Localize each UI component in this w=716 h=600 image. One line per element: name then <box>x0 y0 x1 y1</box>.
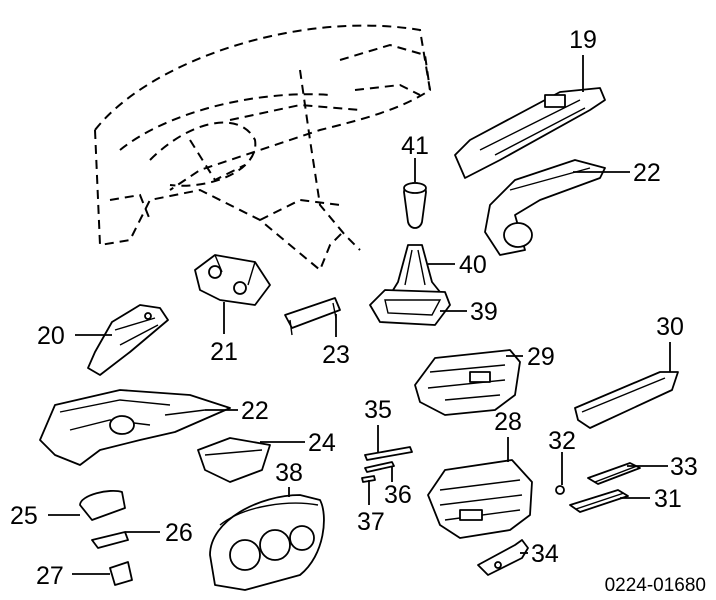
part-27-bracket <box>109 561 133 586</box>
part-41-gear-knob <box>403 182 427 229</box>
part-38-cluster-trim <box>209 494 325 591</box>
part-36-strip <box>364 461 395 473</box>
part-31-panel <box>569 489 629 513</box>
part-34-bracket <box>477 539 529 576</box>
part-22-lower-console <box>39 389 231 466</box>
label-27: 27 <box>36 562 64 590</box>
label-26: 26 <box>165 519 193 547</box>
label-37: 37 <box>357 508 385 536</box>
label-38: 38 <box>275 459 303 487</box>
label-40: 40 <box>459 251 487 279</box>
part-29-radio-housing <box>414 349 521 416</box>
label-22-upper: 22 <box>633 159 661 187</box>
part-21-bracket <box>194 254 271 306</box>
part-33-panel <box>587 462 641 485</box>
part-30-long-panel <box>574 371 679 429</box>
label-24: 24 <box>308 429 336 457</box>
part-28-center-stack <box>427 459 533 539</box>
label-22-lower: 22 <box>241 397 269 425</box>
part-24-storage-bin <box>197 437 271 483</box>
label-32: 32 <box>548 427 576 455</box>
label-20: 20 <box>37 322 65 350</box>
part-22-upper-panel <box>484 159 606 256</box>
part-25-cap <box>79 490 126 521</box>
part-40-shift-boot <box>389 244 441 296</box>
dashboard-outline <box>94 24 432 272</box>
part-19-trim <box>454 87 606 179</box>
part-35-strip <box>364 446 413 461</box>
label-35: 35 <box>364 396 392 424</box>
part-32-small-clip <box>555 485 565 495</box>
part-26-clip <box>91 531 129 549</box>
label-34: 34 <box>531 540 559 568</box>
diagram-code: 0224-01680 <box>605 575 706 596</box>
part-37-strip <box>361 475 376 483</box>
label-29: 29 <box>527 343 555 371</box>
label-41: 41 <box>401 132 429 160</box>
label-21: 21 <box>210 338 238 366</box>
label-19: 19 <box>569 26 597 54</box>
label-39: 39 <box>470 298 498 326</box>
label-36: 36 <box>384 481 412 509</box>
label-23: 23 <box>322 341 350 369</box>
label-31: 31 <box>654 485 682 513</box>
leader-lines <box>48 55 671 575</box>
label-28: 28 <box>494 408 522 436</box>
part-23-clip <box>284 297 341 336</box>
label-33: 33 <box>670 453 698 481</box>
part-20-tray <box>87 304 169 376</box>
part-39-boot-frame <box>369 289 451 326</box>
label-30: 30 <box>656 313 684 341</box>
label-25: 25 <box>10 502 38 530</box>
